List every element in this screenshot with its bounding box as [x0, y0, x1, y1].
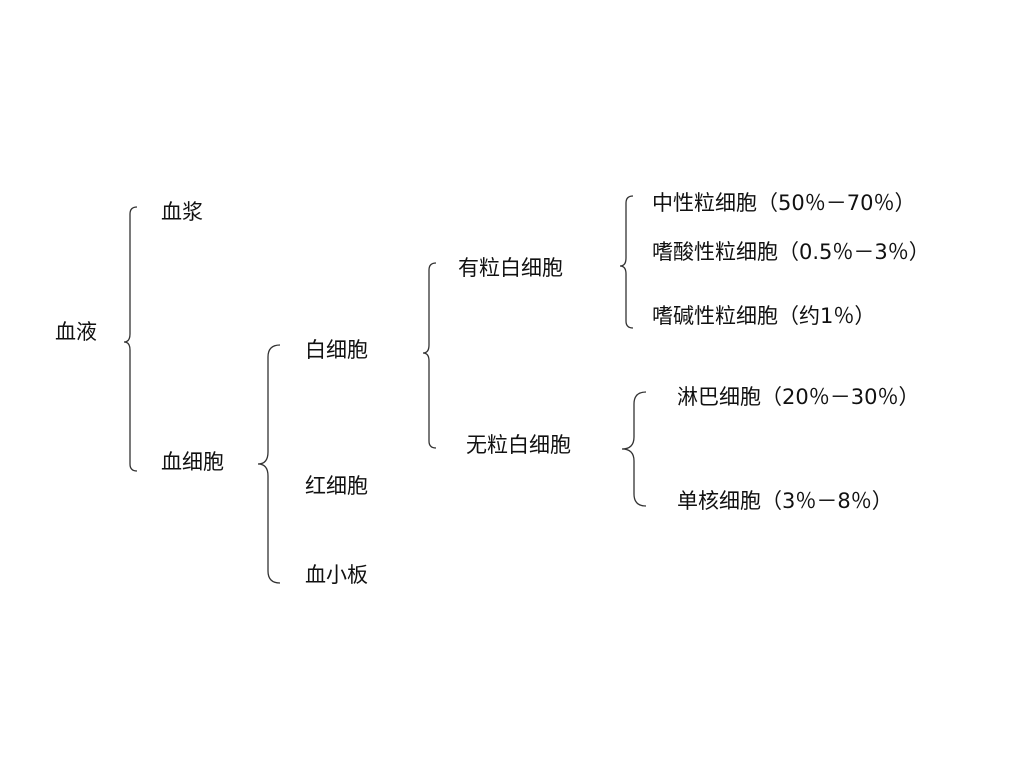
monocyte-label: 单核细胞（3％－8％） [677, 489, 893, 513]
lymphocyte-label: 淋巴细胞（20％－30％） [677, 385, 920, 409]
root-label: 血液 [55, 320, 97, 344]
plasma-label: 血浆 [161, 200, 203, 224]
platelets-label: 血小板 [305, 563, 368, 587]
agranulocytes-brace [621, 391, 647, 507]
white-cells-label: 白细胞 [305, 338, 368, 362]
neutrophil-label: 中性粒细胞（50％－70％） [652, 191, 916, 215]
white-cells-brace [422, 262, 437, 449]
granulocytes-label: 有粒白细胞 [458, 256, 563, 280]
root-brace [123, 206, 138, 472]
eosinophil-label: 嗜酸性粒细胞（0.5％－3％） [652, 240, 930, 264]
basophil-label: 嗜碱性粒细胞（约1％） [652, 304, 876, 328]
red-cells-label: 红细胞 [305, 474, 368, 498]
blood-cells-label: 血细胞 [161, 450, 224, 474]
granulocytes-brace [619, 195, 634, 329]
blood-cells-brace [257, 344, 281, 584]
agranulocytes-label: 无粒白细胞 [466, 433, 571, 457]
